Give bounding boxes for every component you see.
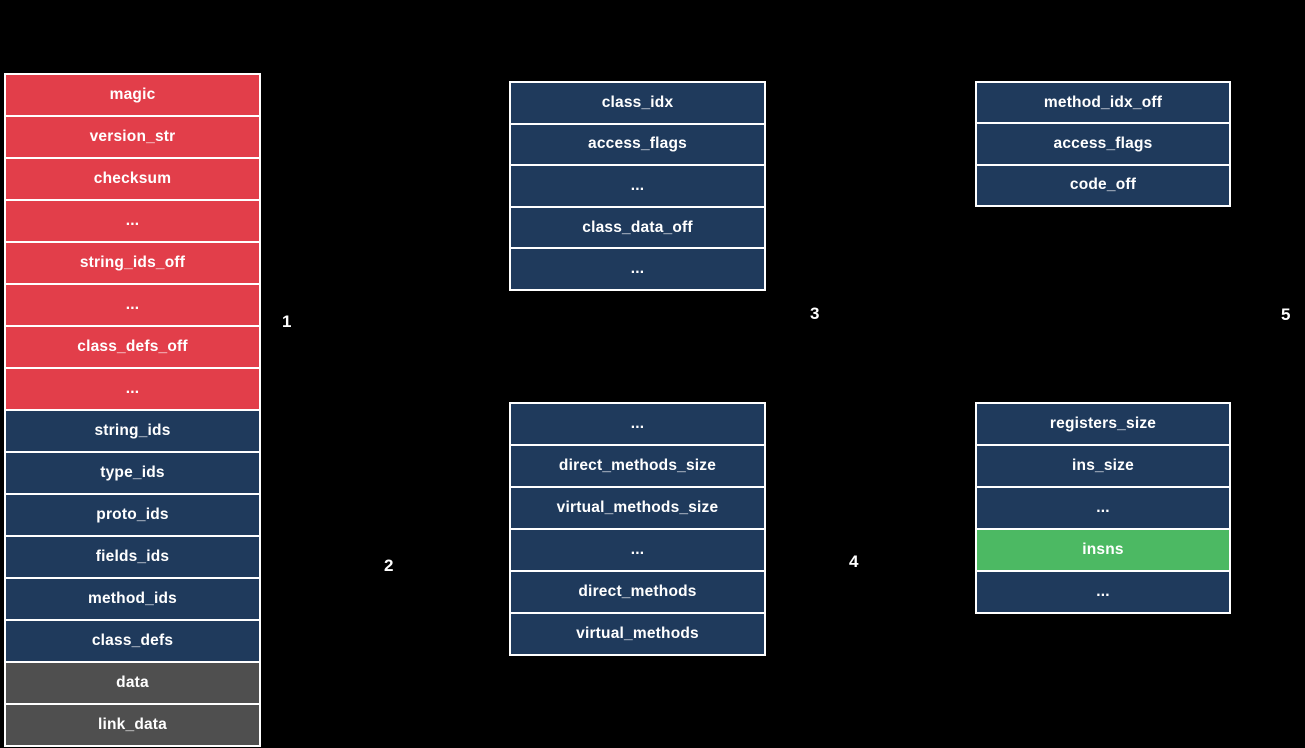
table-row: class_data_off xyxy=(511,205,764,248)
row-label: string_ids_off xyxy=(79,254,186,271)
row-label: ... xyxy=(125,380,140,397)
row-label: fields_ids xyxy=(95,548,170,565)
table-code-item: registers_size ins_size... insns... xyxy=(975,402,1231,614)
row-label: class_defs_off xyxy=(77,338,188,355)
table-row: class_defs xyxy=(6,619,259,661)
row-label: direct_methods_size xyxy=(558,457,717,474)
table-row: ... xyxy=(511,404,764,444)
row-label: link_data xyxy=(98,716,167,733)
row-label: string_ids xyxy=(94,422,171,439)
table-row: data xyxy=(6,661,259,703)
row-label: ... xyxy=(630,541,645,558)
table-row: method_idx_off xyxy=(977,83,1229,123)
row-label: ... xyxy=(125,296,140,313)
row-label: class_defs xyxy=(91,632,174,649)
table-row: class_defs_off xyxy=(6,325,259,367)
row-label: version_str xyxy=(89,128,176,145)
table-row: direct_methods_size xyxy=(511,444,764,486)
row-label: magic xyxy=(109,86,156,103)
table-class-def-item: class_idx access_flags... class_data_off..… xyxy=(509,81,766,291)
row-label: registers_size xyxy=(1049,415,1157,432)
table-row: ... xyxy=(511,164,764,206)
row-label: type_ids xyxy=(100,464,165,481)
table-row: type_ids xyxy=(6,451,259,493)
table-row: ... xyxy=(511,528,764,570)
row-label: direct_methods xyxy=(578,583,697,600)
table-class-data-item: ... direct_methods_size virtual_methods_si… xyxy=(509,402,766,656)
table-row: class_idx xyxy=(511,83,764,123)
table-row: ... xyxy=(6,367,259,409)
step-label-1: 1 xyxy=(282,312,292,331)
row-label: class_idx xyxy=(601,93,674,111)
step-label-4: 4 xyxy=(849,552,859,571)
row-label: access_flags xyxy=(1053,134,1153,152)
row-label: ... xyxy=(1096,583,1110,600)
table-row: virtual_methods_size xyxy=(511,486,764,528)
table-row: registers_size xyxy=(977,404,1229,444)
table-row: ... xyxy=(6,283,259,325)
row-label: checksum xyxy=(93,170,172,187)
row-label: method_ids xyxy=(88,590,177,607)
table-row: string_ids_off xyxy=(6,241,259,283)
row-label: access_flags xyxy=(588,135,687,153)
row-label: ... xyxy=(630,260,645,278)
row-label: ... xyxy=(630,415,645,432)
row-label: insns xyxy=(1082,541,1124,558)
table-row: link_data xyxy=(6,703,259,745)
row-label: ... xyxy=(630,176,645,194)
table-row: version_str xyxy=(6,115,259,157)
row-label: virtual_methods_size xyxy=(556,499,719,516)
table-row: access_flags xyxy=(977,122,1229,164)
table-row: direct_methods xyxy=(511,570,764,612)
table-row: ... xyxy=(977,570,1229,612)
row-label: proto_ids xyxy=(96,506,169,523)
table-row: ins_size xyxy=(977,444,1229,486)
step-label-2: 2 xyxy=(384,556,394,575)
table-encoded-method: method_idx_off access_flags code_off xyxy=(975,81,1231,207)
table-row: virtual_methods xyxy=(511,612,764,654)
row-label: method_idx_off xyxy=(1043,93,1163,111)
table-row: access_flags xyxy=(511,122,764,165)
row-label: ins_size xyxy=(1072,457,1134,474)
table-row: magic xyxy=(6,75,259,115)
row-label: data xyxy=(116,674,149,691)
step-label-3: 3 xyxy=(810,304,820,323)
table-row: proto_ids xyxy=(6,493,259,535)
row-label: ... xyxy=(125,212,140,229)
row-label: ... xyxy=(1096,499,1110,516)
table-dex-file-map: magic version_str checksum... string_ids_of… xyxy=(4,73,261,747)
row-label: class_data_off xyxy=(582,218,693,236)
table-row: checksum xyxy=(6,157,259,199)
step-label-5: 5 xyxy=(1281,305,1291,324)
table-row: insns xyxy=(977,528,1229,570)
table-row: method_ids xyxy=(6,577,259,619)
row-label: code_off xyxy=(1069,176,1137,194)
table-row: code_off xyxy=(977,163,1229,205)
table-row: ... xyxy=(511,247,764,289)
table-row: string_ids xyxy=(6,409,259,451)
table-row: ... xyxy=(6,199,259,241)
row-label: virtual_methods xyxy=(576,625,699,642)
table-row: ... xyxy=(977,486,1229,528)
table-row: fields_ids xyxy=(6,535,259,577)
